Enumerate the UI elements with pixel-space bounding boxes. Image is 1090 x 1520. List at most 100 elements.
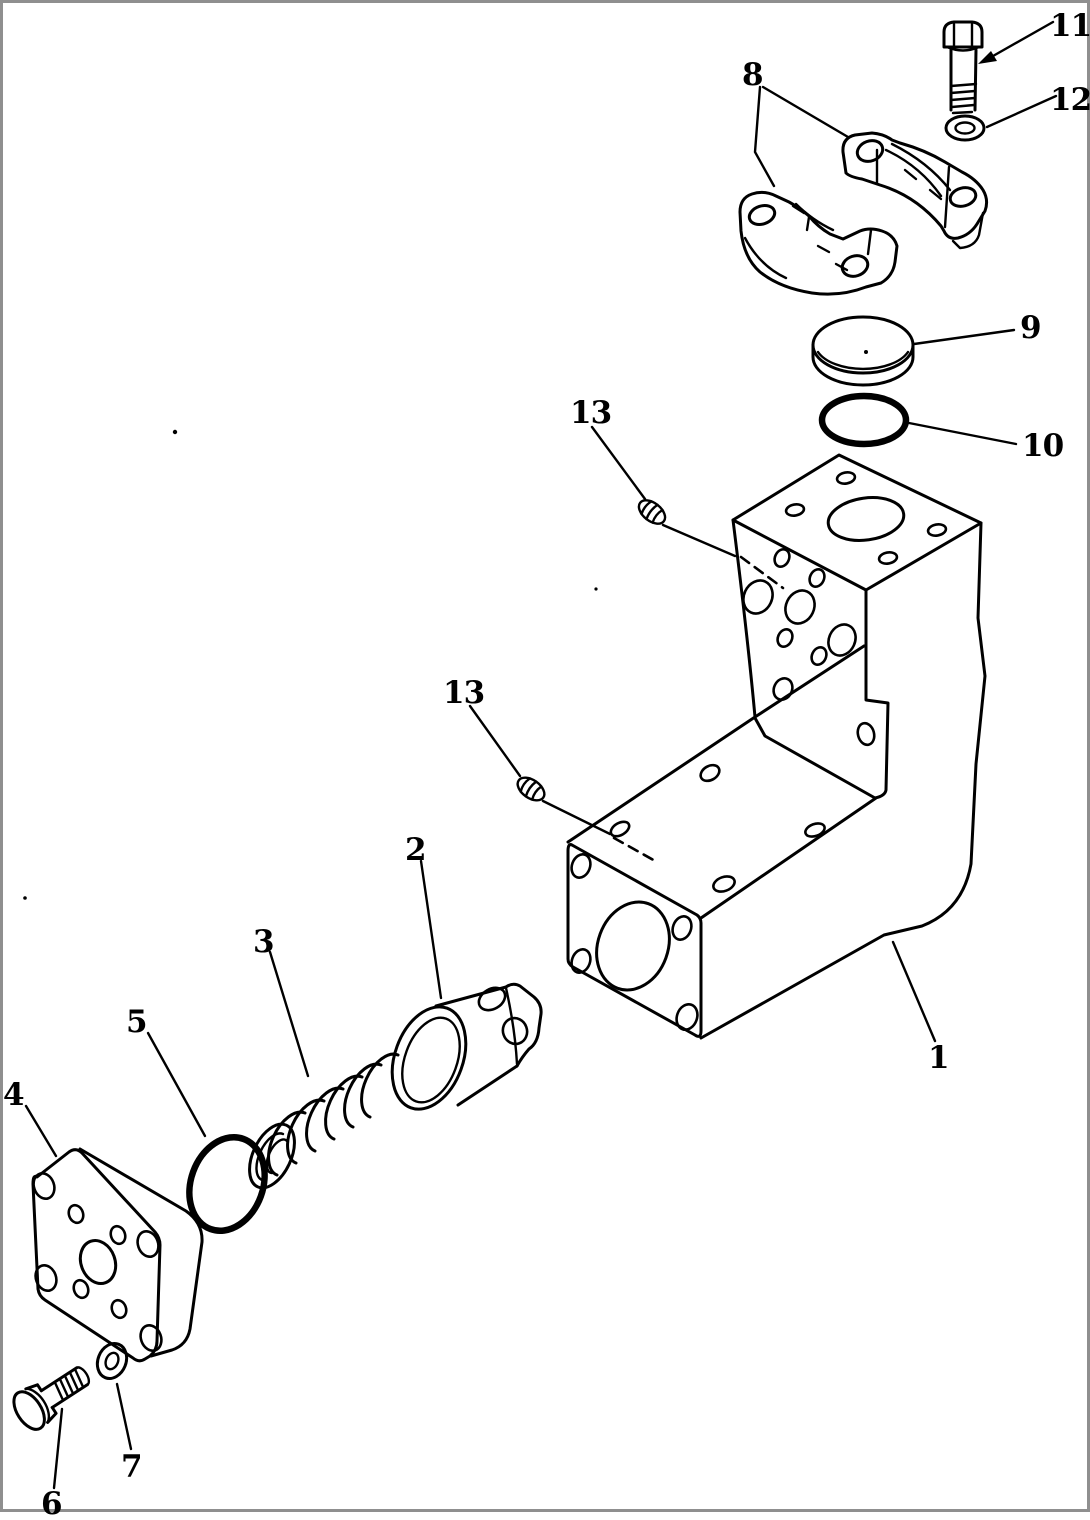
callout-labels: 1 2 3 4 5 6 7 8 9 10 11 12 13 13 — [3, 8, 1090, 1520]
callout-10: 10 — [1022, 428, 1064, 464]
cartridge-nose — [504, 982, 543, 1068]
clamp-depth — [743, 236, 788, 280]
head-rim — [945, 45, 981, 52]
body-edge — [864, 588, 890, 800]
body-edge — [753, 716, 877, 800]
groove-tick — [903, 168, 918, 181]
callout-5: 5 — [126, 1004, 147, 1040]
leader-3 — [268, 950, 310, 1078]
callout-3: 3 — [253, 924, 274, 960]
body-edge — [753, 644, 866, 719]
boss-facet — [943, 165, 951, 229]
leader-10 — [907, 421, 1018, 446]
leader-5 — [146, 1031, 207, 1138]
leader-7 — [115, 1382, 133, 1451]
callout-13a: 13 — [570, 395, 611, 431]
leader-9 — [912, 328, 1016, 346]
groove-tick — [791, 204, 806, 215]
body-top-bore — [826, 496, 906, 542]
leader-13b — [468, 704, 522, 778]
callout-6: 6 — [41, 1486, 62, 1520]
part-3-spring — [248, 1052, 400, 1190]
washer-inner — [954, 121, 976, 135]
part-1-valve-body — [566, 453, 987, 1040]
plate-depth — [78, 1147, 204, 1358]
leader-13a-tail — [661, 523, 737, 558]
print-specks — [23, 429, 598, 900]
part-5-o-ring — [186, 1133, 268, 1235]
washer-inner — [104, 1351, 120, 1371]
leader-6 — [52, 1407, 64, 1490]
callout-2: 2 — [405, 832, 426, 868]
center-mark — [864, 350, 868, 354]
plate-center-hole — [78, 1239, 118, 1285]
groove-tick — [816, 244, 831, 254]
leader-1 — [891, 940, 937, 1043]
flange-bore — [595, 900, 671, 992]
part-13-plug-a — [637, 499, 667, 525]
part-6-bolt — [12, 1366, 91, 1431]
body-edge — [566, 715, 757, 844]
part-2-valve-cartridge — [390, 982, 543, 1111]
clamp-bolt-hole — [840, 254, 870, 278]
saddle-groove — [884, 148, 943, 198]
clamp-bolt-hole — [948, 186, 978, 208]
leader-13a — [590, 425, 647, 501]
part-7-washer — [95, 1342, 129, 1380]
disc-side — [811, 343, 915, 387]
part-8-flange-clamp-upper — [841, 131, 989, 250]
leader-8b — [753, 85, 776, 188]
callout-13b: 13 — [443, 675, 484, 711]
part-11-bolt — [942, 20, 984, 115]
part-9-plug-disc — [811, 315, 915, 387]
part-8-flange-clamp-lower — [738, 190, 899, 296]
hidden-bore-line — [739, 555, 785, 590]
part-10-o-ring — [818, 392, 910, 448]
groove-tick — [928, 188, 943, 201]
boss-depth — [951, 211, 985, 250]
washer-outer — [95, 1342, 129, 1380]
callout-8: 8 — [742, 57, 763, 93]
leader-2 — [419, 859, 443, 1000]
boss-facet — [805, 215, 811, 232]
part-4-cover-plate — [31, 1147, 204, 1363]
callout-11: 11 — [1050, 8, 1090, 44]
body-edge — [699, 796, 878, 920]
cartridge-rim — [401, 1016, 461, 1104]
leader-12 — [985, 94, 1058, 129]
clamp-outline — [738, 190, 899, 296]
leader-13b-tail — [541, 799, 612, 836]
cartridge-bottom-edge — [456, 1064, 519, 1107]
leader-lines — [24, 20, 1058, 1490]
disc-rim — [816, 350, 910, 371]
body-edge — [731, 518, 757, 719]
callout-12: 12 — [1050, 82, 1090, 118]
hex-facets — [952, 22, 974, 49]
clamp-bolt-hole — [855, 139, 885, 163]
washer-outer — [944, 114, 986, 142]
leader-8a — [761, 85, 850, 139]
part-13-plug-b — [516, 776, 546, 802]
body-silhouette — [699, 521, 987, 1040]
cartridge-top-edge — [434, 985, 508, 1008]
clamp-outline — [841, 131, 989, 240]
disc-top — [811, 315, 915, 375]
callout-4: 4 — [3, 1077, 24, 1113]
callout-7: 7 — [121, 1449, 142, 1485]
cartridge-step — [504, 986, 519, 1066]
body-top-face — [731, 453, 983, 592]
leader-11-arrowhead — [978, 51, 997, 64]
hidden-bore-line — [612, 836, 659, 864]
callout-1: 1 — [928, 1040, 949, 1076]
callout-9: 9 — [1020, 310, 1041, 346]
boss-facet — [866, 228, 873, 256]
bolt-shank — [949, 48, 978, 112]
clamp-bolt-hole — [747, 204, 777, 226]
saddle-groove — [890, 142, 952, 192]
leader-11 — [984, 20, 1055, 62]
part-12-washer — [944, 114, 986, 142]
body-flange-face — [566, 843, 703, 1038]
